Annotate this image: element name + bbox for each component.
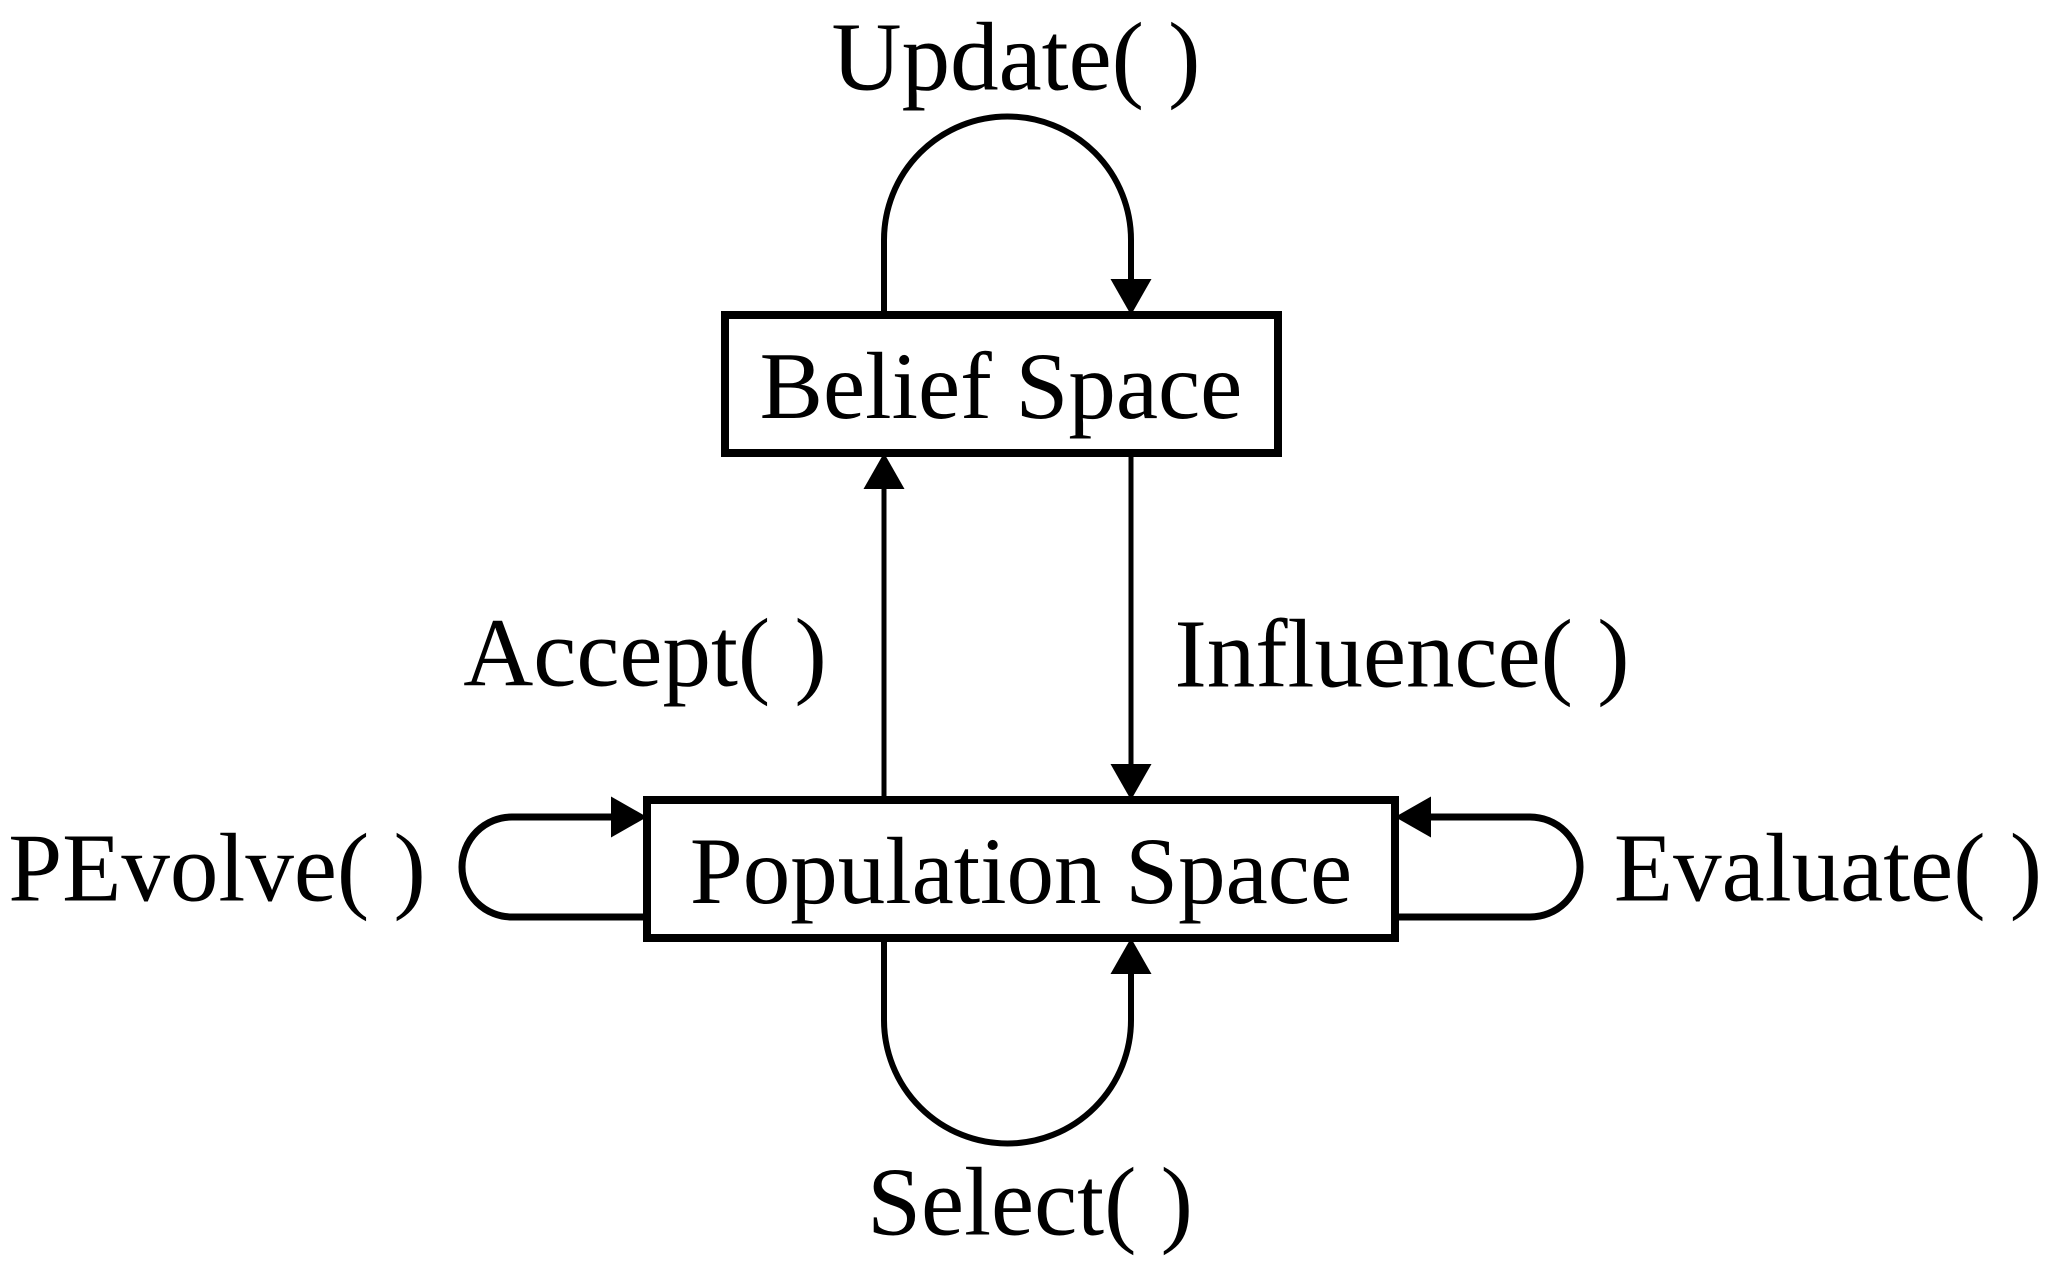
belief-space-box <box>721 311 1282 457</box>
pevolve-arrowhead-icon <box>611 796 647 838</box>
accept-arrowhead-icon <box>863 453 905 489</box>
population-space-label: Population Space <box>690 818 1352 924</box>
select-label: Select( ) <box>867 1149 1193 1256</box>
update-loop-arc <box>881 113 1134 315</box>
evaluate-loop-arc <box>1395 813 1584 921</box>
influence-label: Influence( ) <box>1174 601 1629 708</box>
pevolve-loop-arc <box>458 813 647 921</box>
select-loop-arc <box>881 938 1134 1147</box>
update-label: Update( ) <box>832 4 1201 111</box>
influence-arrowhead-icon <box>1110 764 1152 800</box>
accept-label: Accept( ) <box>463 600 827 707</box>
update-arrowhead-icon <box>1110 279 1152 315</box>
evaluate-arrowhead-icon <box>1395 796 1431 838</box>
evaluate-label: Evaluate( ) <box>1614 815 2042 922</box>
belief-space-label: Belief Space <box>760 333 1243 439</box>
select-arrowhead-icon <box>1110 938 1152 974</box>
population-space-box <box>643 796 1399 942</box>
pevolve-label: PEvolve( ) <box>8 815 426 922</box>
